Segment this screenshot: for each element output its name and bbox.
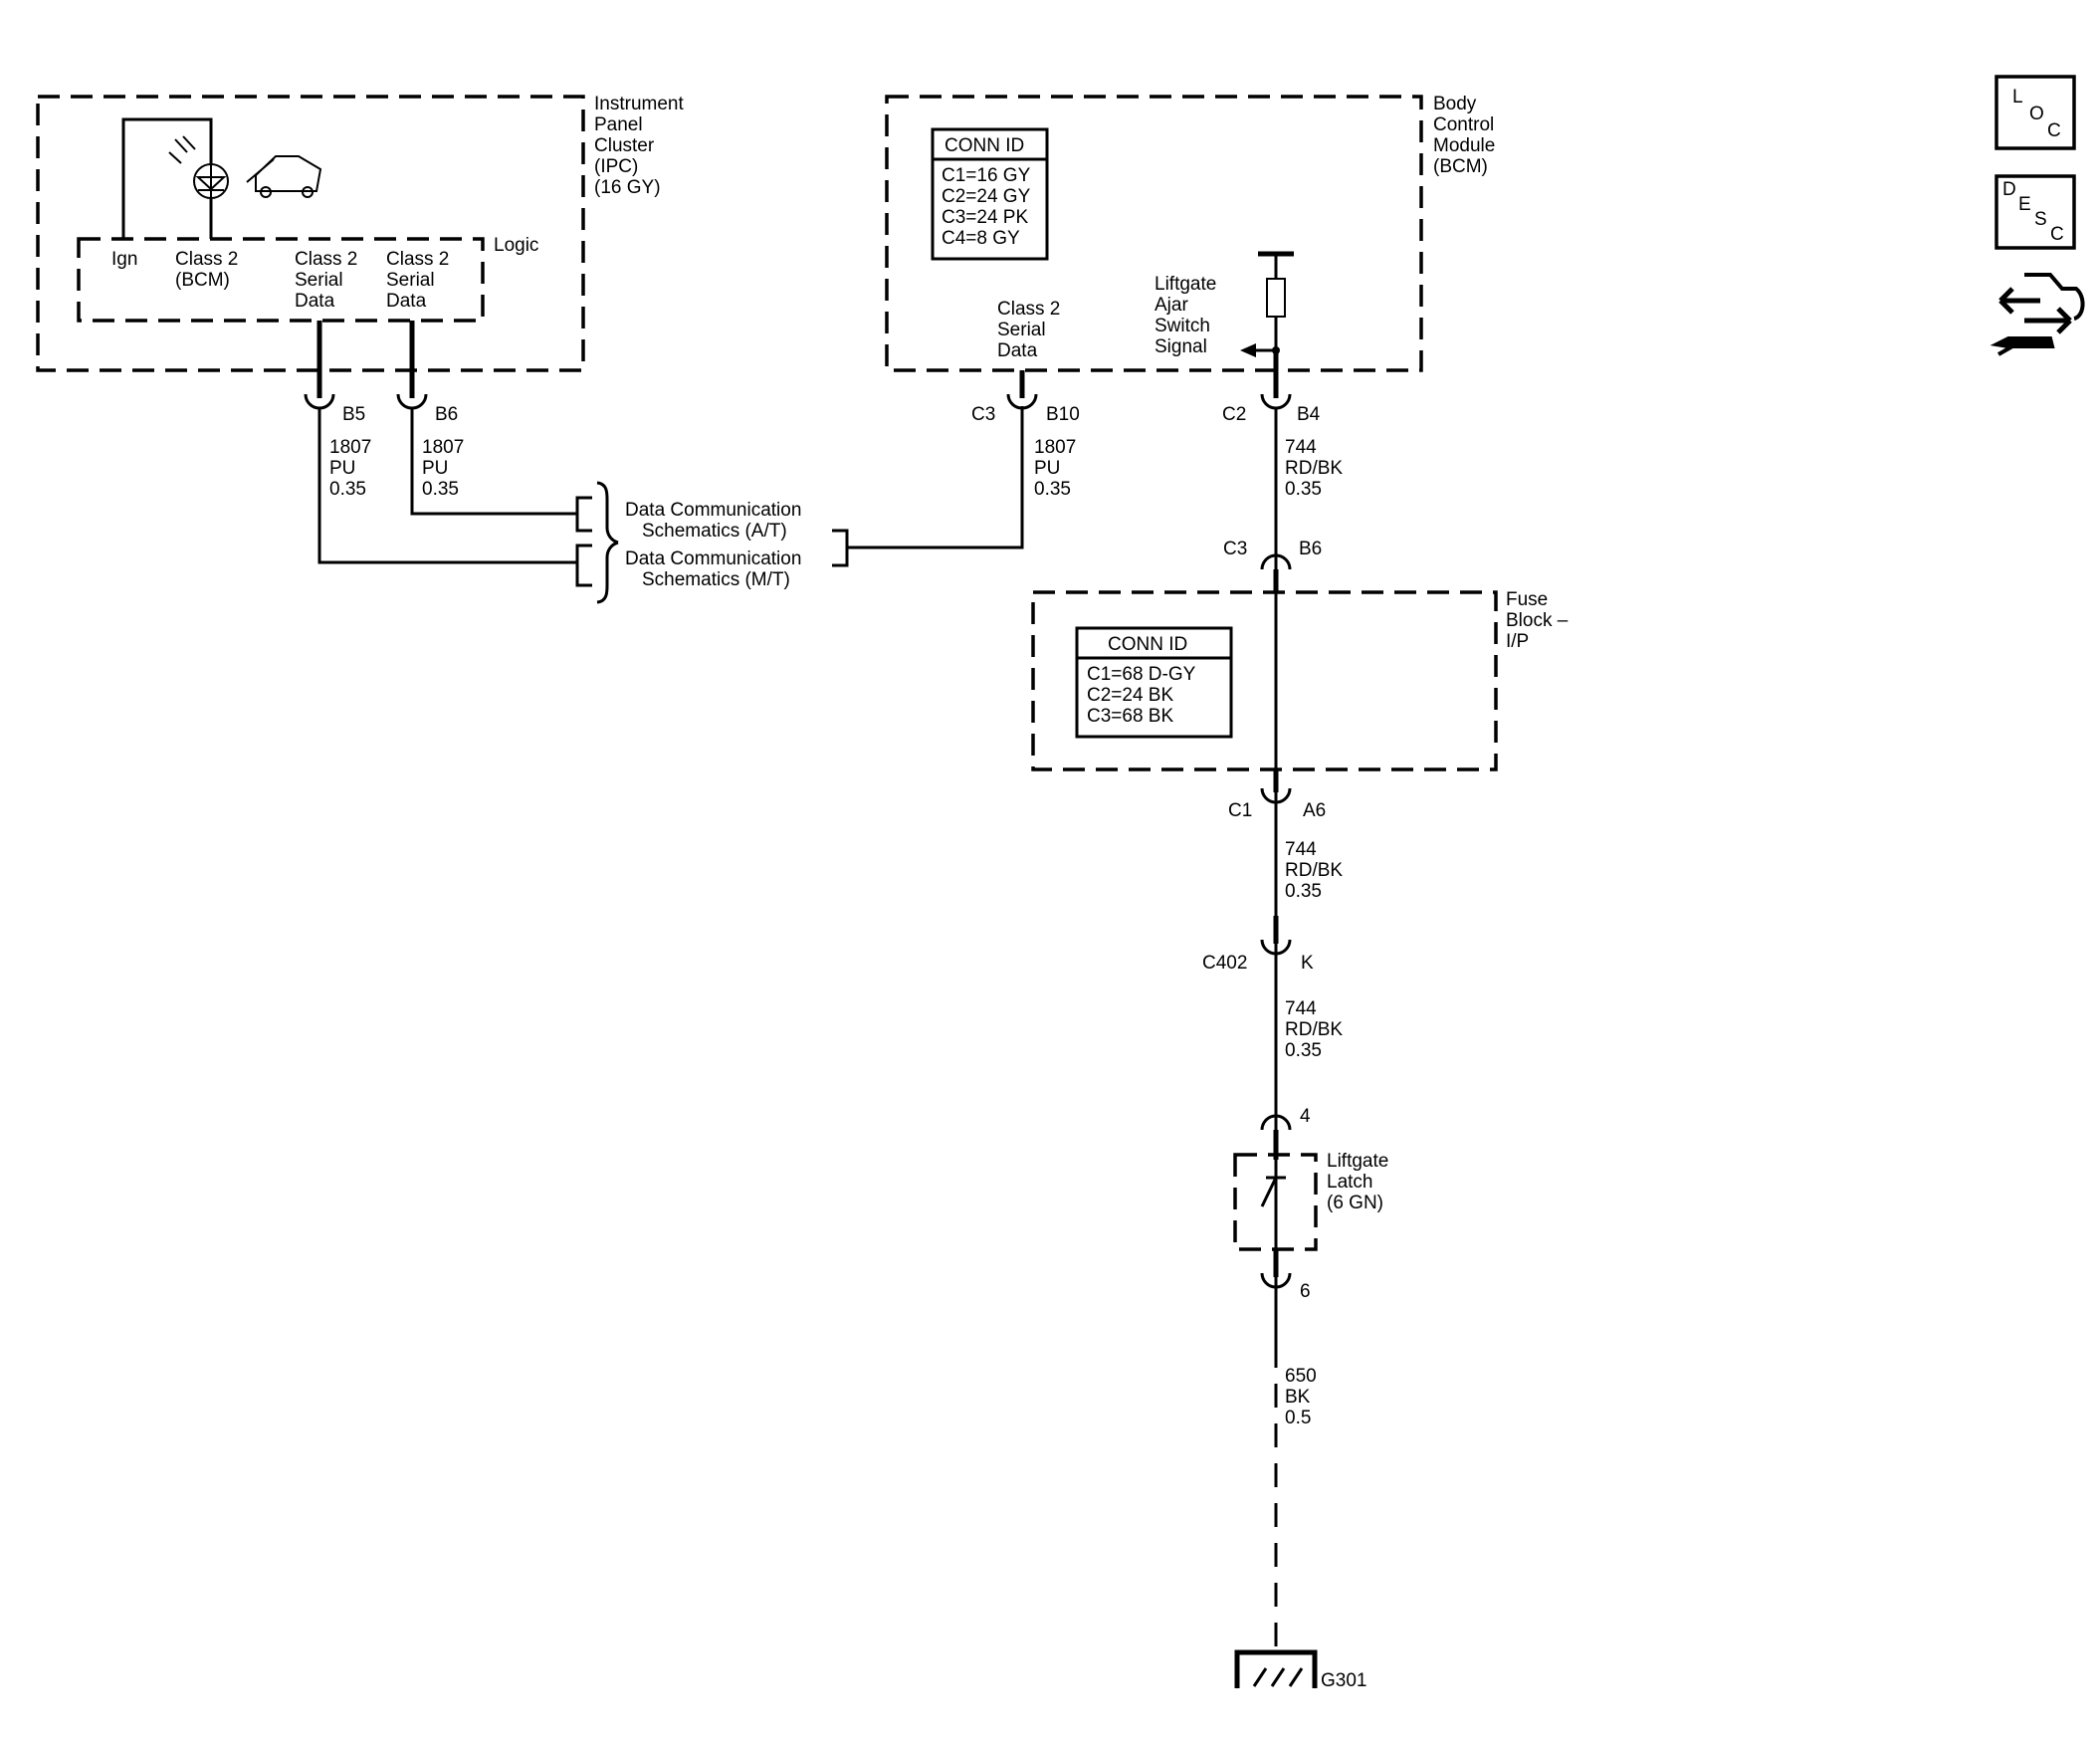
connector-c402: C402 K (1202, 916, 1314, 974)
svg-text:C2: C2 (1222, 404, 1246, 425)
bcm-title: Body Control Module (BCM) (1433, 94, 1501, 177)
liftgate-ajar-lamp-icon (168, 135, 229, 199)
fuse-block-outline (1031, 590, 1498, 771)
svg-text:E: E (2018, 194, 2031, 215)
ign-lamp-wire (121, 117, 213, 239)
latch-switch-icon (1260, 1177, 1278, 1207)
ign-pin-label: Ign (111, 249, 137, 270)
svg-text:A6: A6 (1303, 800, 1326, 821)
wire-b4-spec: 744 RD/BK 0.35 (1285, 437, 1348, 500)
svg-text:C402: C402 (1202, 953, 1247, 974)
svg-text:C3=24 PK: C3=24 PK (942, 207, 1028, 228)
bcm-class2-serial-data-label: Class 2 Serial Data (997, 299, 1066, 361)
wire-b10-to-data-comm (847, 406, 1024, 549)
svg-text:D: D (2002, 179, 2016, 200)
ground-icon (1234, 1649, 1318, 1688)
connector-latch-pin4: 4 (1260, 1106, 1311, 1160)
wire-b6-spec: 1807 PU 0.35 (422, 437, 470, 500)
ground-label: G301 (1321, 1670, 1366, 1691)
connector-b5: B5 (304, 393, 365, 425)
svg-text:B5: B5 (342, 404, 365, 425)
connector-c3-b10: C3 B10 (971, 393, 1080, 425)
connector-b6: B6 (396, 393, 458, 425)
fuse-block-conn-id-table: CONN ID C1=68 D-GY C2=24 BK C3=68 BK (1075, 626, 1233, 739)
wire-b5-to-mt (317, 408, 577, 564)
svg-text:L: L (2012, 87, 2023, 108)
fuse-block-title: Fuse Block – I/P (1506, 589, 1574, 652)
wire-c402-spec: 744 RD/BK 0.35 (1285, 998, 1348, 1061)
wire-ground-spec: 650 BK 0.5 (1285, 1366, 1322, 1428)
ipc-outline (36, 95, 585, 372)
wire-a6-spec: 744 RD/BK 0.35 (1285, 839, 1348, 902)
svg-text:B4: B4 (1297, 404, 1321, 425)
repair-icon[interactable] (1990, 273, 2085, 356)
ipc-title: Instrument Panel Cluster (IPC) (16 GY) (594, 94, 689, 198)
connector-c2-b4: C2 B4 (1222, 393, 1321, 425)
wire-b10-spec: 1807 PU 0.35 (1034, 437, 1082, 500)
svg-text:C: C (2047, 120, 2061, 141)
svg-text:4: 4 (1300, 1106, 1311, 1127)
connector-c3-b6: C3 B6 (1223, 539, 1322, 592)
svg-text:C1=68 D-GY: C1=68 D-GY (1087, 664, 1196, 685)
svg-text:C: C (2050, 224, 2064, 245)
svg-text:K: K (1301, 953, 1314, 974)
svg-text:C4=8 GY: C4=8 GY (942, 228, 1020, 249)
svg-text:O: O (2029, 104, 2044, 124)
wire-b6-to-at (410, 408, 577, 516)
svg-text:CONN ID: CONN ID (945, 135, 1024, 156)
serial-data-pin1-label: Class 2 Serial Data (295, 249, 363, 312)
wire-b5-spec: 1807 PU 0.35 (329, 437, 377, 500)
svg-text:C2=24 GY: C2=24 GY (942, 186, 1031, 207)
ground-g301: G301 (1234, 1649, 1366, 1691)
bcm-conn-id-table: CONN ID C1=16 GY C2=24 GY C3=24 PK C4=8 … (931, 127, 1049, 261)
liftgate-latch: Liftgate Latch (6 GN) (1233, 1151, 1394, 1251)
ipc-logic-box (77, 237, 485, 323)
svg-text:C3=68 BK: C3=68 BK (1087, 706, 1173, 727)
ipc-module: Instrument Panel Cluster (IPC) (16 GY) L… (36, 94, 689, 398)
logic-label: Logic (494, 235, 538, 256)
class2-bcm-pin-label: Class 2 (BCM) (175, 249, 244, 291)
svg-text:C3: C3 (1223, 539, 1247, 559)
svg-text:C1=16 GY: C1=16 GY (942, 165, 1031, 186)
loc-icon[interactable]: L O C (1995, 75, 2076, 150)
svg-text:CONN ID: CONN ID (1108, 634, 1187, 655)
svg-text:C3: C3 (971, 404, 995, 425)
svg-text:6: 6 (1300, 1281, 1311, 1302)
svg-text:B6: B6 (1299, 539, 1322, 559)
liftgate-latch-title: Liftgate Latch (6 GN) (1327, 1151, 1394, 1213)
desc-icon[interactable]: D E S C (1995, 174, 2076, 250)
connector-c1-a6: C1 A6 (1228, 787, 1326, 821)
bcm-module: Body Control Module (BCM) CONN ID C1=16 … (885, 94, 1501, 398)
liftgate-ajar-switch-signal-label: Liftgate Ajar Switch Signal (1155, 274, 1222, 357)
svg-text:S: S (2034, 209, 2047, 230)
bcm-outline (885, 95, 1423, 372)
fuse-block-ip: Fuse Block – I/P CONN ID C1=68 D-GY C2=2… (1031, 589, 1574, 792)
svg-text:B10: B10 (1046, 404, 1080, 425)
open-liftgate-vehicle-icon (246, 155, 322, 198)
pull-up-resistor (1240, 251, 1294, 357)
connector-latch-pin6: 6 (1260, 1249, 1311, 1302)
data-comm-references: Data Communication Schematics (A/T) Data… (575, 481, 849, 604)
svg-text:C1: C1 (1228, 800, 1252, 821)
data-comm-at-label: Data Communication Schematics (A/T) (625, 500, 807, 542)
data-comm-mt-label: Data Communication Schematics (M/T) (625, 548, 807, 590)
svg-text:B6: B6 (435, 404, 458, 425)
serial-data-pin2-label: Class 2 Serial Data (386, 249, 455, 312)
svg-text:C2=24 BK: C2=24 BK (1087, 685, 1173, 706)
